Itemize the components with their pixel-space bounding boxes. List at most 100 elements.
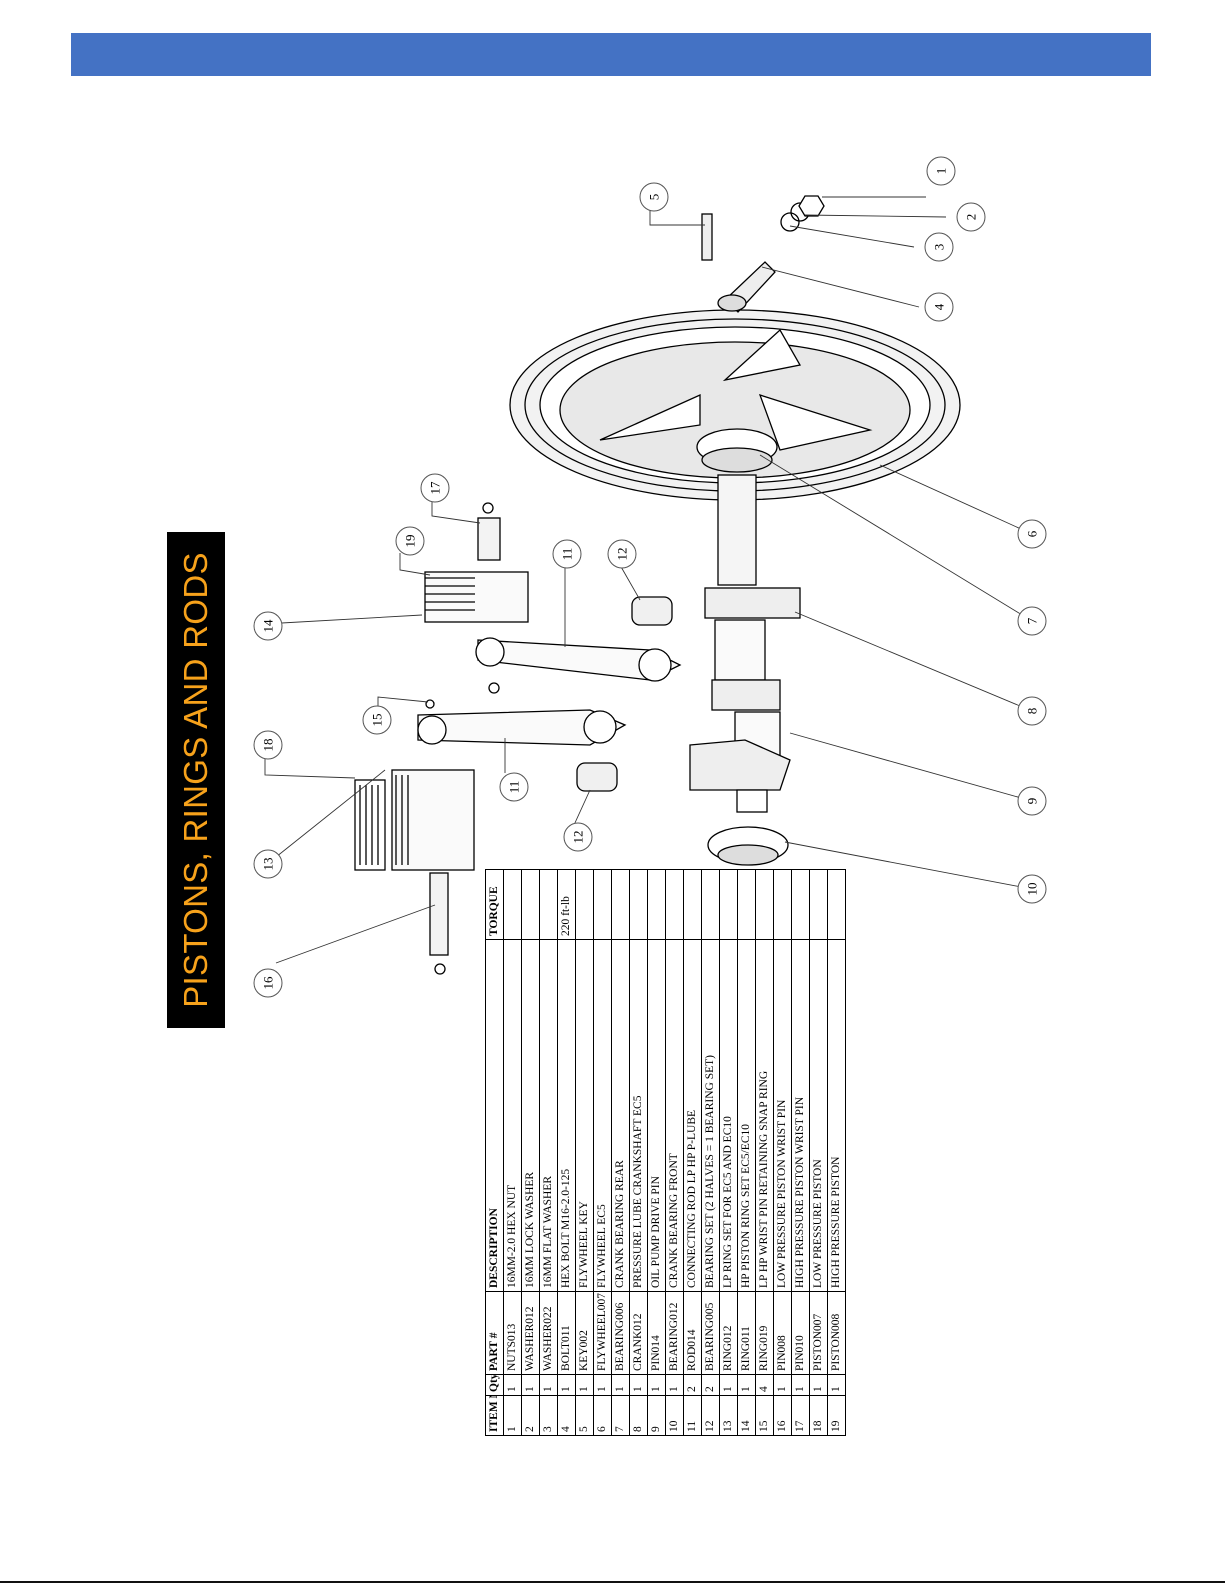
cell-qty: 1: [503, 1374, 522, 1396]
cell-item-no: 19: [827, 1395, 846, 1436]
callout-16: 16: [261, 976, 276, 990]
callout-18: 18: [261, 739, 276, 752]
callout-3: 3: [932, 244, 947, 251]
callout-7-bubble: [1017, 606, 1047, 636]
cell-torque: [683, 869, 702, 940]
callout-5: 5: [647, 194, 662, 201]
cell-torque: [521, 869, 540, 940]
callout-10-bubble: [1017, 874, 1047, 904]
cell-qty: 4: [755, 1374, 774, 1396]
cell-torque: [665, 869, 684, 940]
cell-torque: [629, 869, 648, 940]
cell-description: LOW PRESSURE PISTON: [809, 939, 828, 1292]
column-header-torque: TORQUE: [485, 869, 504, 940]
cell-description: OIL PUMP DRIVE PIN: [647, 939, 666, 1292]
cell-torque: [701, 869, 720, 940]
cell-torque: [737, 869, 756, 940]
cell-description: HIGH PRESSURE PISTON: [827, 939, 846, 1292]
callout-11b: 11: [507, 781, 522, 794]
cell-part-number: PIN008: [773, 1291, 792, 1375]
callout-9-bubble: [1017, 786, 1047, 816]
callout-bubbles: [253, 156, 1047, 998]
cell-part-number: WASHER012: [521, 1291, 540, 1375]
callout-7: 7: [1025, 617, 1040, 624]
callout-19: 19: [403, 535, 418, 548]
cell-item-no: 7: [611, 1395, 630, 1436]
cell-item-no: 12: [701, 1395, 720, 1436]
cell-torque: 220 ft-lb: [557, 869, 576, 940]
cell-part-number: BEARING005: [701, 1291, 720, 1375]
cell-qty: 1: [719, 1374, 738, 1396]
column-header-description: DESCRIPTION: [485, 939, 504, 1292]
connecting-rods-drawing: [417, 637, 682, 746]
cell-qty: 1: [737, 1374, 756, 1396]
cell-qty: 1: [629, 1374, 648, 1396]
callout-6: 6: [1025, 530, 1040, 537]
cell-description: FLYWHEEL KEY: [575, 939, 594, 1292]
cell-qty: 1: [773, 1374, 792, 1396]
cell-item-no: 8: [629, 1395, 648, 1436]
flywheel-drawing: [509, 309, 961, 501]
callout-14: 14: [261, 619, 276, 633]
callout-14-bubble: [253, 611, 283, 641]
column-header-qty: Qty: [485, 1374, 504, 1396]
cell-description: 16MM LOCK WASHER: [521, 939, 540, 1292]
lp-piston-drawing: [354, 769, 475, 871]
cell-item-no: 1: [503, 1395, 522, 1436]
cell-description: BEARING SET (2 HALVES = 1 BEARING SET): [701, 939, 720, 1292]
cell-qty: 1: [791, 1374, 810, 1396]
cell-description: LOW PRESSURE PISTON WRIST PIN: [773, 939, 792, 1292]
callout-16-bubble: [253, 968, 283, 998]
callout-13-bubble: [253, 849, 283, 879]
cell-torque: [611, 869, 630, 940]
table-header-row: ITEM NO. Qty PART # DESCRIPTION TORQUE: [485, 869, 504, 1436]
cell-item-no: 13: [719, 1395, 738, 1436]
cell-torque: [809, 869, 828, 940]
cell-description: 16MM FLAT WASHER: [539, 939, 558, 1292]
leader-lines: [263, 196, 1033, 964]
cell-part-number: PISTON008: [827, 1291, 846, 1375]
callout-19-bubble: [395, 526, 425, 556]
wrist-pins-drawing: [425, 502, 501, 975]
cell-part-number: RING011: [737, 1291, 756, 1375]
cell-part-number: NUTS013: [503, 1291, 522, 1375]
header-banner: [71, 33, 1151, 76]
callout-8: 8: [1025, 708, 1040, 715]
title-box: [167, 532, 225, 1028]
cell-torque: [827, 869, 846, 940]
callout-12b: 12: [571, 831, 586, 844]
cell-part-number: WASHER022: [539, 1291, 558, 1375]
rear-bearing-drawing: [696, 428, 778, 473]
callout-13: 13: [261, 858, 276, 871]
cell-description: CRANK BEARING FRONT: [665, 939, 684, 1292]
callout-2-bubble: [956, 202, 986, 232]
cell-part-number: PIN014: [647, 1291, 666, 1375]
callout-15: 15: [370, 714, 385, 727]
cell-item-no: 10: [665, 1395, 684, 1436]
cell-part-number: RING019: [755, 1291, 774, 1375]
cell-item-no: 9: [647, 1395, 666, 1436]
cell-description: FLYWHEEL EC5: [593, 939, 612, 1292]
cell-qty: 2: [683, 1374, 702, 1396]
column-header-part: PART #: [485, 1291, 504, 1375]
cell-torque: [539, 869, 558, 940]
cell-item-no: 15: [755, 1395, 774, 1436]
cell-item-no: 4: [557, 1395, 576, 1436]
cell-torque: [791, 869, 810, 940]
callout-12b-bubble: [563, 822, 593, 852]
cell-part-number: ROD014: [683, 1291, 702, 1375]
cell-description: LP RING SET FOR EC5 AND EC10: [719, 939, 738, 1292]
cell-item-no: 11: [683, 1395, 702, 1436]
cell-qty: 1: [575, 1374, 594, 1396]
callout-18-bubble: [253, 730, 283, 760]
